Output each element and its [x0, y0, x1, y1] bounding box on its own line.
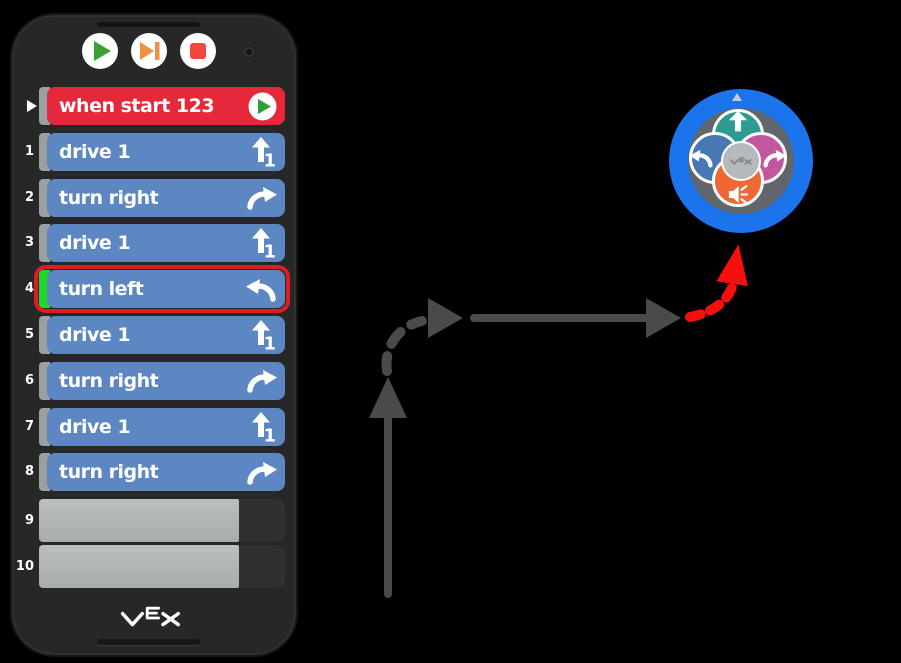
block-body: drive 1 1 [47, 407, 285, 446]
turn-right-icon [246, 185, 277, 210]
block-label: turn right [59, 369, 159, 392]
row-number: 10 [15, 559, 34, 574]
current-row-pointer-icon [27, 100, 37, 112]
program-row-10: 10 [12, 545, 296, 588]
up-arrow-icon [728, 110, 749, 133]
turn-left-icon [246, 277, 277, 302]
program-rows: when start 123 1 drive 1 1 2 turn right 3 drive… [12, 15, 296, 655]
row-number: 9 [24, 513, 34, 529]
block-body: drive 1 1 [47, 316, 285, 354]
pad-top-indicator-icon [732, 93, 742, 101]
block-label: drive 1 [59, 232, 131, 255]
program-row-9: 9 [12, 499, 296, 543]
program-row-2: 2 turn right [12, 178, 296, 217]
row-number: 2 [24, 189, 34, 205]
svg-text:1: 1 [264, 425, 277, 443]
block-label: drive 1 [59, 415, 131, 438]
camera-dot [244, 47, 254, 57]
play-button[interactable] [82, 33, 118, 69]
block-connector [39, 270, 50, 309]
block-connector [39, 361, 50, 400]
row-number: 8 [24, 464, 34, 480]
svg-text:1: 1 [264, 242, 277, 260]
vex-logo [120, 606, 182, 634]
svg-text:1: 1 [264, 150, 277, 168]
drive-forward-icon: 1 [251, 136, 277, 168]
block-connector [39, 407, 50, 446]
block-connector [39, 316, 50, 354]
play-circle-icon [248, 92, 277, 121]
block-turn-right[interactable]: turn right [39, 361, 285, 400]
selected-block-outline [34, 265, 290, 314]
program-row-start: when start 123 [12, 87, 296, 125]
block-label: turn right [59, 461, 159, 484]
drive-forward-icon: 1 [251, 227, 277, 259]
turn-right-icon [246, 368, 277, 394]
empty-slot[interactable] [39, 499, 285, 543]
block-drive-1[interactable]: drive 1 1 [39, 132, 285, 171]
drive-forward-icon: 1 [251, 411, 277, 443]
block-label: turn left [59, 278, 144, 301]
row-number: 4 [24, 281, 34, 297]
block-body: drive 1 1 [47, 132, 285, 171]
block-turn-right[interactable]: turn right [39, 178, 285, 217]
empty-slot[interactable] [39, 545, 285, 588]
block-body: turn left [47, 270, 285, 309]
row-number: 5 [24, 327, 34, 342]
pad-center-vex-button[interactable] [721, 141, 761, 181]
block-connector [39, 453, 50, 492]
block-when-start-123[interactable]: when start 123 [39, 87, 285, 125]
turn-right-icon [246, 460, 277, 485]
empty-slot-surface [39, 545, 239, 588]
program-row-7: 7 drive 1 1 [12, 407, 296, 446]
block-body: when start 123 [47, 87, 285, 125]
block-body: turn right [47, 453, 285, 492]
speaker-slit [97, 22, 200, 27]
block-label: turn right [59, 186, 159, 209]
row-number: 7 [24, 418, 34, 434]
block-label: drive 1 [59, 324, 131, 346]
block-connector [39, 178, 50, 217]
drive-forward-icon: 1 [251, 319, 277, 351]
speaker-icon [727, 184, 750, 205]
program-row-8: 8 turn right [12, 453, 296, 492]
step-button[interactable] [131, 33, 167, 69]
program-row-4: 4 turn left [12, 265, 296, 314]
block-drive-1[interactable]: drive 1 1 [39, 407, 285, 446]
block-body: drive 1 1 [47, 224, 285, 263]
block-connector [39, 224, 50, 263]
coder-device: when start 123 1 drive 1 1 2 turn right 3 drive… [10, 13, 298, 657]
block-label: drive 1 [59, 140, 131, 163]
stop-button[interactable] [180, 33, 216, 69]
turn-right-icon [763, 148, 787, 168]
turn-left-icon [689, 148, 714, 168]
block-label: when start 123 [59, 95, 215, 117]
block-body: turn right [47, 178, 285, 217]
row-number: 6 [24, 372, 34, 388]
row-number: 3 [24, 235, 34, 251]
program-row-1: 1 drive 1 1 [12, 132, 296, 171]
robot-touch-pad [669, 89, 813, 233]
block-drive-1[interactable]: drive 1 1 [39, 224, 285, 263]
block-drive-1[interactable]: drive 1 1 [39, 316, 285, 354]
empty-slot-surface [39, 499, 239, 543]
program-row-6: 6 turn right [12, 361, 296, 400]
svg-text:1: 1 [264, 334, 277, 352]
row-number: 1 [24, 143, 34, 159]
block-connector [39, 87, 50, 125]
home-indicator [97, 639, 200, 646]
program-row-3: 3 drive 1 1 [12, 224, 296, 263]
block-turn-right[interactable]: turn right [39, 453, 285, 492]
program-row-5: 5 drive 1 1 [12, 316, 296, 354]
block-turn-left[interactable]: turn left [34, 265, 290, 314]
block-connector [39, 132, 50, 171]
block-body: turn right [47, 361, 285, 400]
